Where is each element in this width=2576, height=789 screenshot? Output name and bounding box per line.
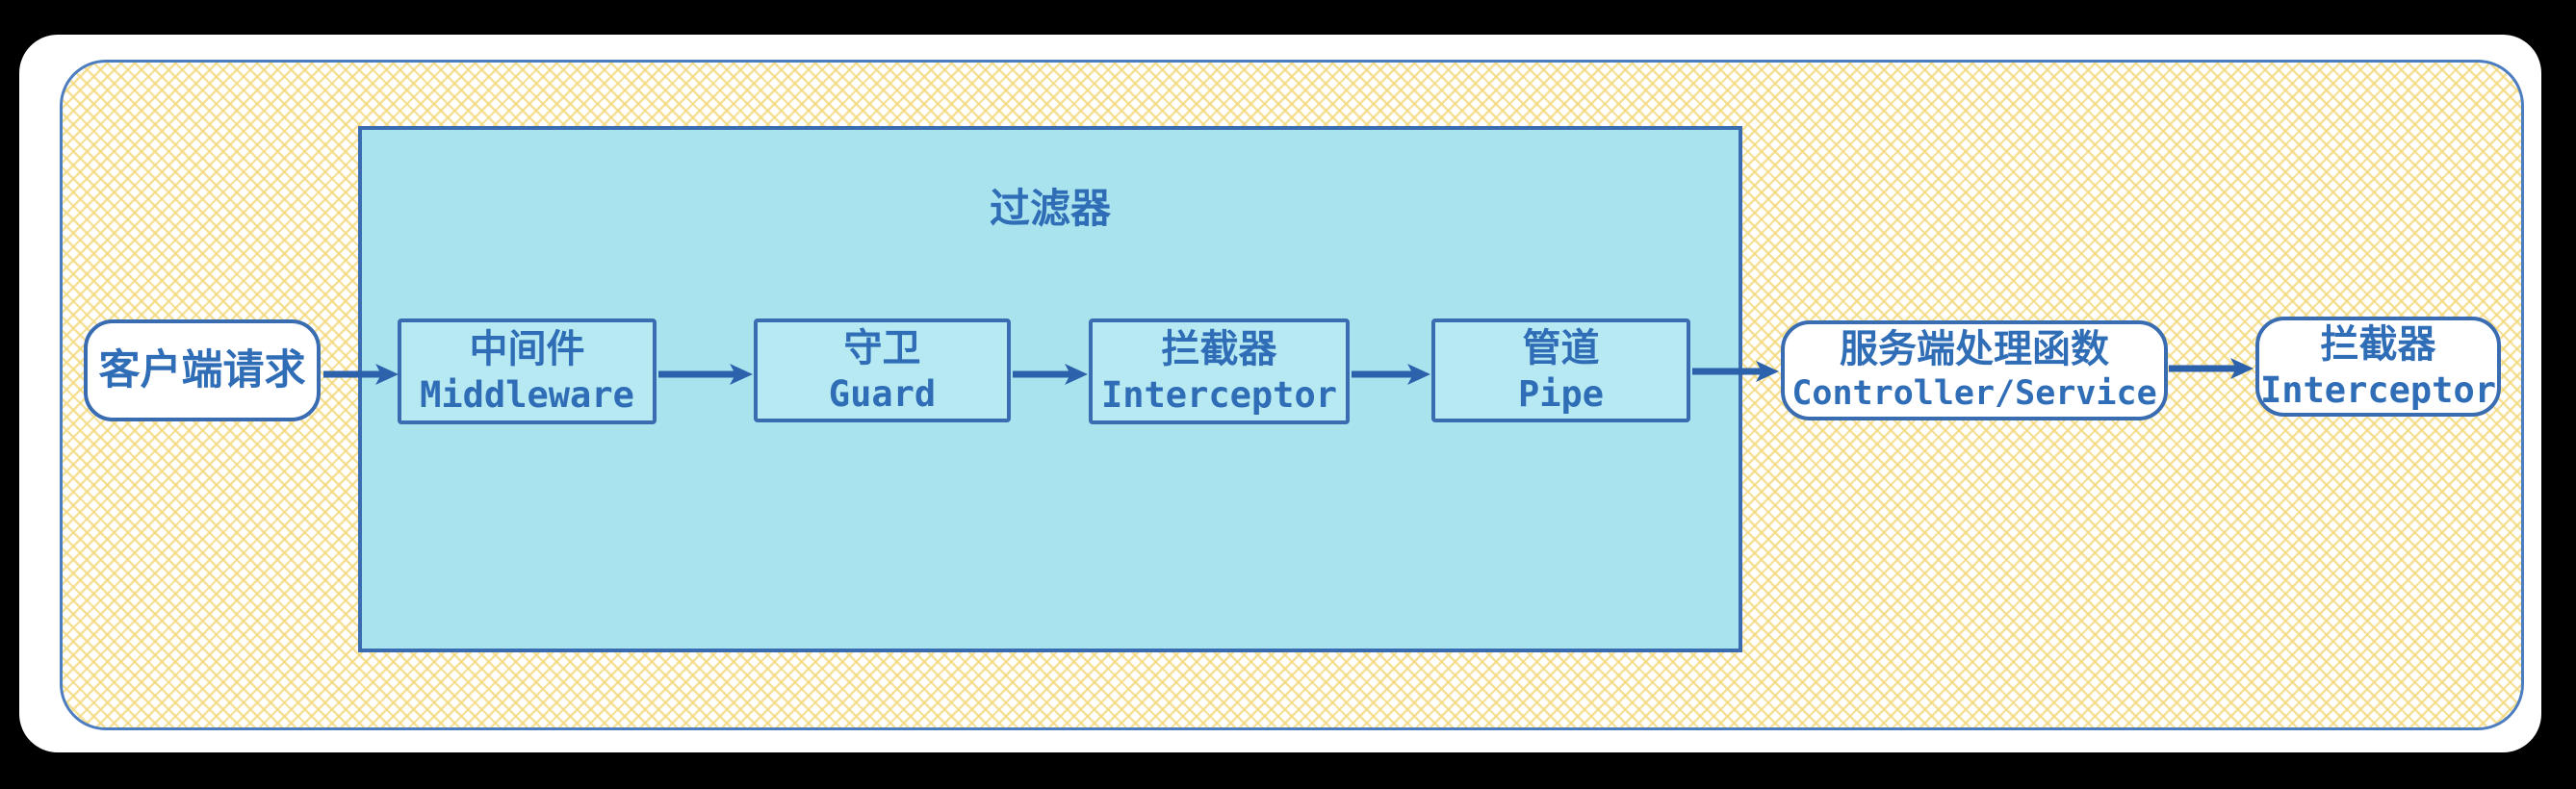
- node-middleware: 中间件 Middleware: [398, 318, 657, 424]
- node-interceptor-out-label-zh: 拦截器: [2320, 323, 2436, 367]
- flow-arrow-6: [2169, 353, 2254, 384]
- node-middleware-label-zh: 中间件: [469, 328, 585, 371]
- node-middleware-label-en: Middleware: [420, 373, 634, 416]
- node-client-request: 客户端请求: [84, 319, 321, 421]
- node-interceptor-in-label-en: Interceptor: [1100, 373, 1338, 416]
- node-controller-service-label-en: Controller/Service: [1791, 374, 2157, 414]
- flow-arrow-1: [323, 359, 399, 390]
- node-interceptor-in-label-zh: 拦截器: [1161, 328, 1277, 371]
- flow-arrow-3: [1013, 359, 1088, 390]
- node-controller-service-label-zh: 服务端处理函数: [1840, 328, 2109, 371]
- node-pipe-label-en: Pipe: [1517, 372, 1605, 415]
- node-pipe: 管道 Pipe: [1431, 318, 1690, 422]
- flow-arrow-4: [1352, 359, 1430, 390]
- flow-arrow-5: [1692, 356, 1779, 387]
- node-interceptor-in: 拦截器 Interceptor: [1089, 318, 1350, 424]
- node-interceptor-out-label-en: Interceptor: [2259, 369, 2497, 411]
- node-pipe-label-zh: 管道: [1522, 327, 1600, 370]
- node-guard: 守卫 Guard: [754, 318, 1011, 422]
- node-interceptor-out: 拦截器 Interceptor: [2255, 317, 2501, 417]
- node-controller-service: 服务端处理函数 Controller/Service: [1781, 320, 2168, 420]
- node-guard-label-zh: 守卫: [843, 327, 921, 370]
- node-client-request-label-zh: 客户端请求: [98, 346, 306, 394]
- filter-group-title: 过滤器: [989, 186, 1111, 231]
- flow-arrow-2: [658, 359, 753, 390]
- node-guard-label-en: Guard: [828, 372, 937, 415]
